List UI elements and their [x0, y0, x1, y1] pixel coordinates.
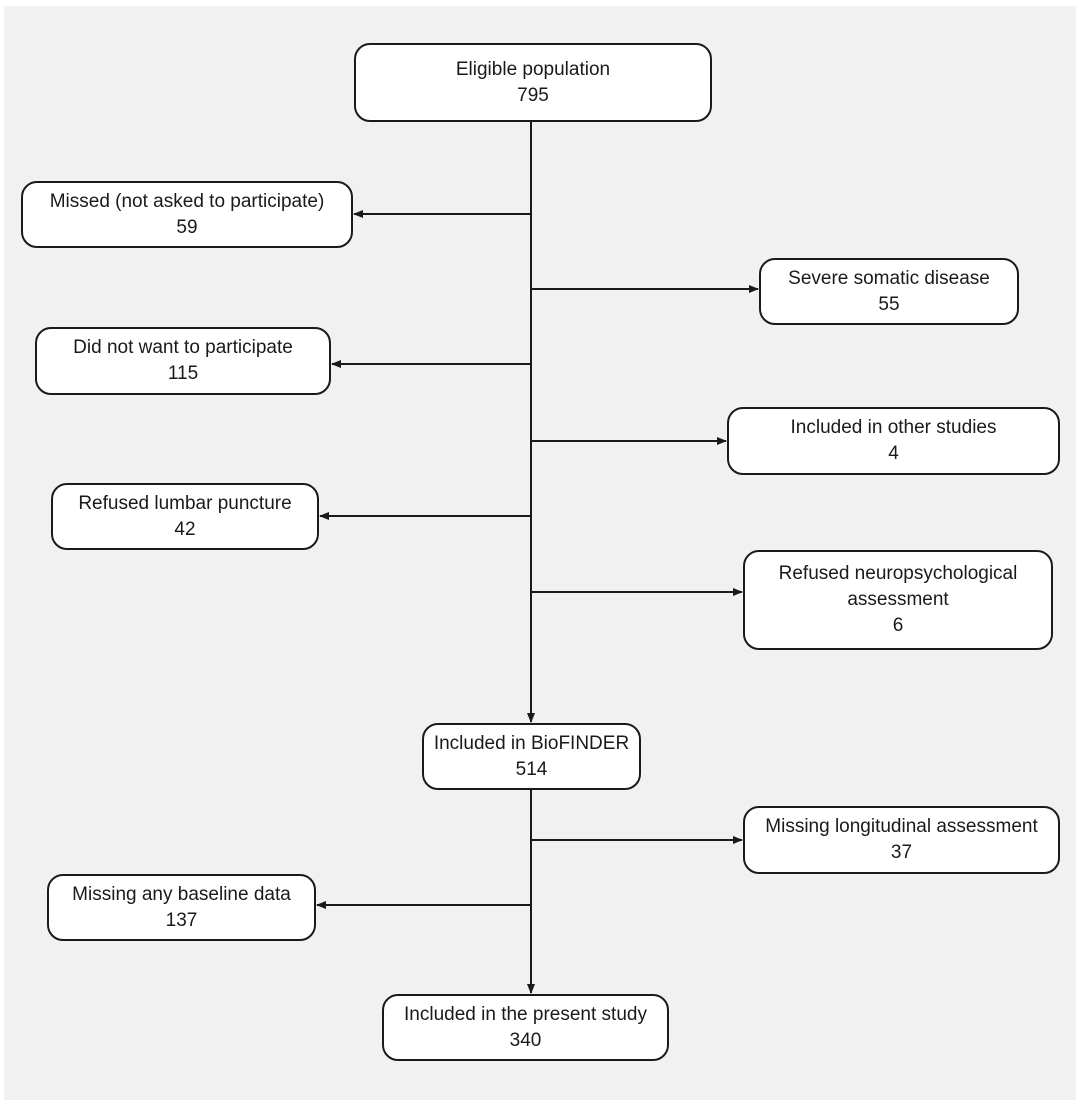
box-label: Severe somatic disease	[788, 267, 990, 289]
box-count: 795	[517, 84, 549, 106]
box-count: 55	[878, 293, 900, 315]
box-label: Refused lumbar puncture	[78, 492, 292, 514]
box-label: Refused neuropsychological assessment	[778, 563, 1018, 610]
box-label: Did not want to participate	[73, 337, 293, 358]
box-refused-lumbar: Refused lumbar puncture 42	[51, 483, 319, 550]
box-label: Missing longitudinal assessment	[765, 816, 1038, 837]
box-label: Included in other studies	[790, 417, 997, 438]
box-count: 37	[890, 842, 913, 863]
box-label: Eligible population	[455, 58, 611, 80]
box-missing-baseline: Missing any baseline data 137	[47, 874, 316, 941]
box-did-not-want: Did not want to participate 115	[35, 327, 331, 395]
box-severe-somatic-disease: Severe somatic disease 55	[759, 258, 1019, 325]
box-label: Included in BioFINDER	[433, 732, 630, 754]
box-refused-neuropsych: Refused neuropsychological assessment 6	[743, 550, 1053, 650]
box-missed: Missed (not asked to participate) 59	[21, 181, 353, 248]
box-count: 340	[509, 1029, 542, 1051]
box-count: 514	[515, 758, 548, 780]
box-label: Missed (not asked to participate)	[49, 190, 325, 212]
box-count: 59	[176, 216, 198, 238]
box-other-studies: Included in other studies 4	[727, 407, 1060, 475]
box-missing-longitudinal: Missing longitudinal assessment 37	[743, 806, 1060, 874]
box-label: Missing any baseline data	[72, 883, 291, 905]
box-count: 6	[892, 615, 904, 636]
box-eligible-population: Eligible population 795	[354, 43, 712, 122]
box-included-present-study: Included in the present study 340	[382, 994, 669, 1061]
box-count: 115	[167, 363, 199, 384]
box-count: 4	[888, 443, 899, 464]
box-count: 42	[174, 518, 196, 540]
box-included-biofinder: Included in BioFINDER 514	[422, 723, 641, 790]
box-label: Included in the present study	[404, 1003, 647, 1025]
box-count: 137	[165, 909, 198, 931]
